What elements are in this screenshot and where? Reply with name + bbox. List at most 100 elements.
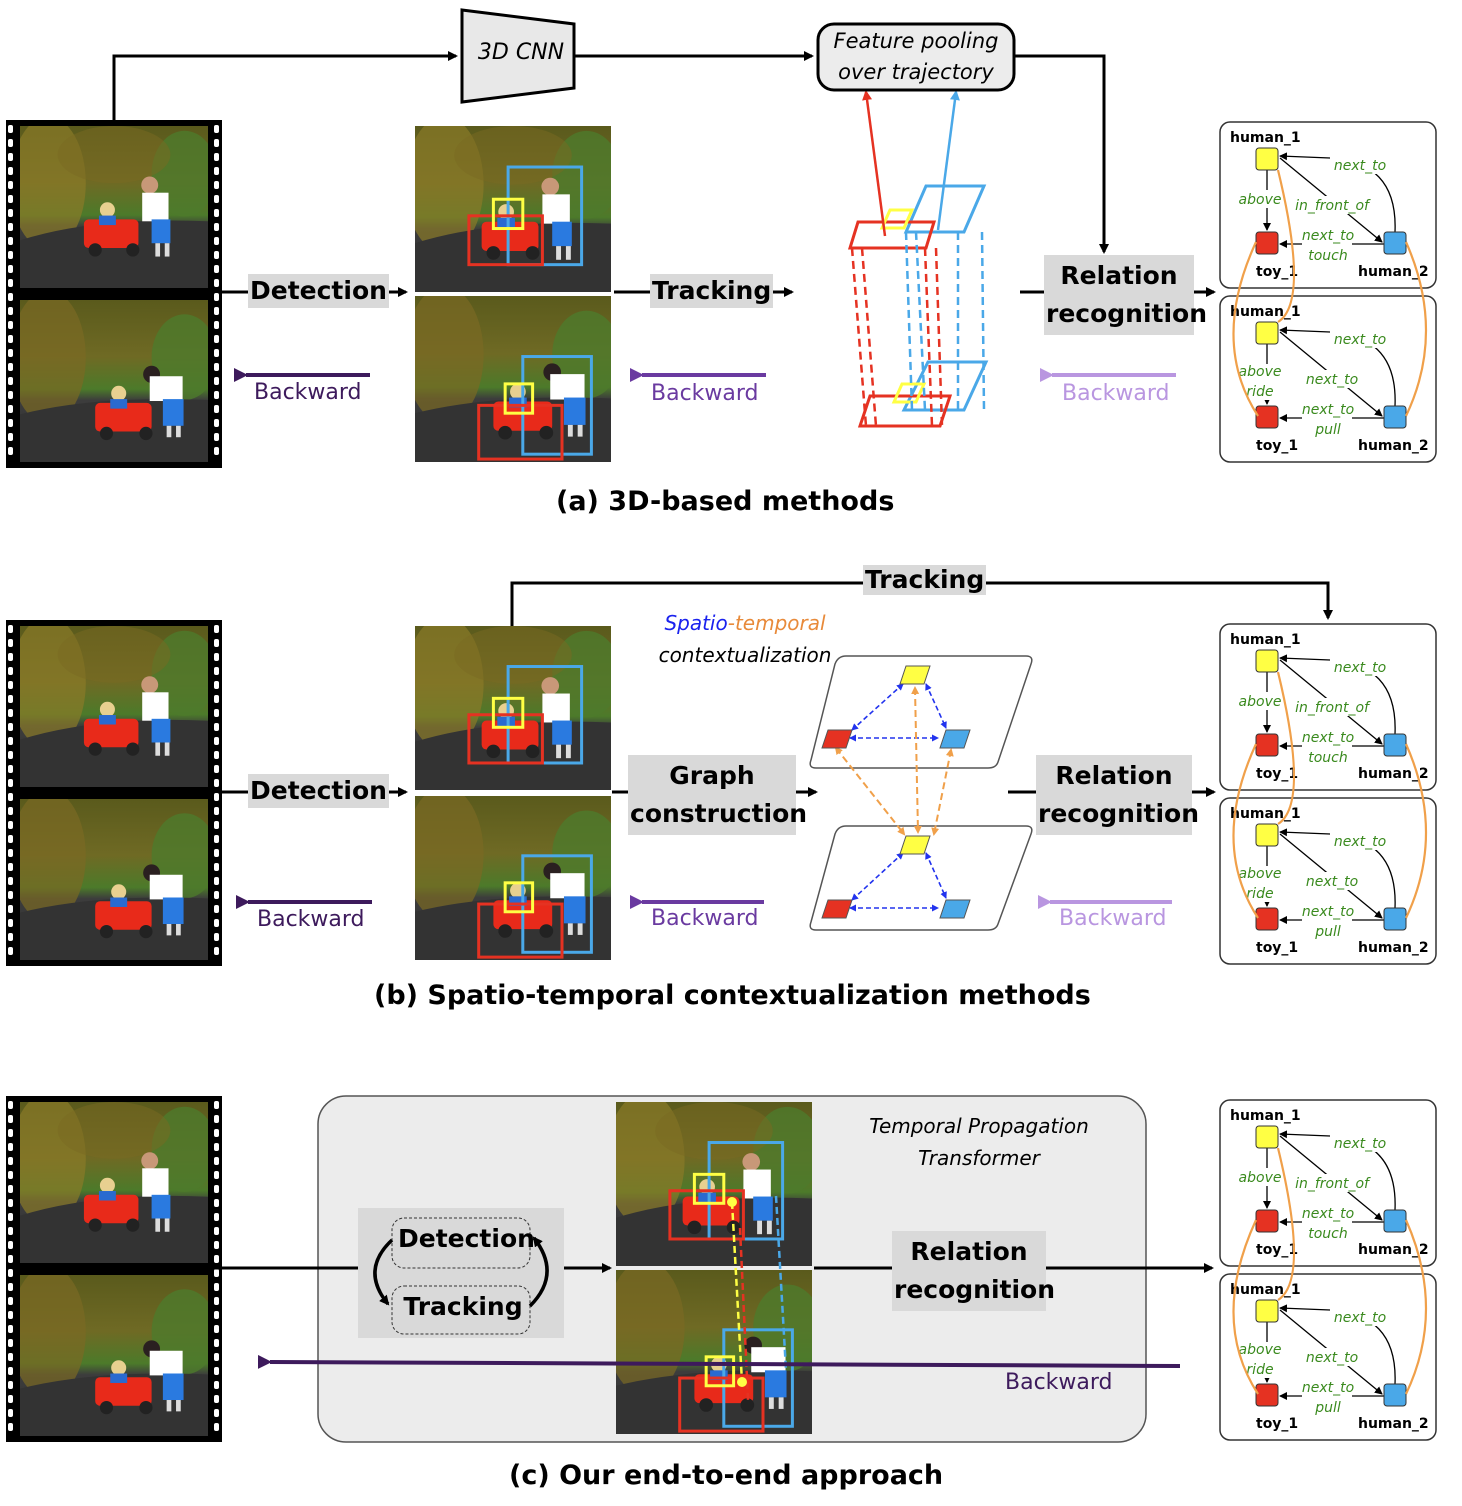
spatio-word: Spatio — [664, 611, 728, 635]
node-toy-1 — [1255, 733, 1279, 757]
label-bg — [1288, 370, 1364, 388]
label-bg — [1236, 190, 1280, 208]
edge-label: above — [1239, 1170, 1282, 1186]
st-node-toy-1 — [821, 899, 853, 919]
film-sprocket-hole — [214, 821, 219, 829]
node-label-human-1: human_1 — [1230, 304, 1301, 320]
scene-graphs-a-frame-2: aboveridenext_tonext_tonext_topullhuman_… — [1219, 295, 1437, 463]
arrow-to-3d-cnn — [112, 51, 458, 120]
temporal-link-human-2 — [1404, 743, 1428, 919]
film-sprocket-hole — [8, 849, 13, 857]
node-toy-1 — [1255, 907, 1279, 931]
label-bg — [1302, 1378, 1352, 1414]
feature-pooling-line-1: Feature pooling — [833, 29, 999, 53]
film-sprocket-hole — [8, 307, 13, 315]
st-node-human-2 — [939, 729, 971, 749]
relation-line-1: Relation — [1060, 261, 1178, 290]
film-sprocket-hole — [8, 363, 13, 371]
edge-label: pull — [1314, 1400, 1341, 1416]
node-human-1 — [1255, 649, 1279, 673]
film-sprocket-hole — [214, 723, 219, 731]
film-sprocket-hole — [214, 1241, 219, 1249]
film-sprocket-hole — [214, 835, 219, 843]
film-sprocket-hole — [214, 1353, 219, 1361]
detection-dashed-box — [391, 1217, 531, 1269]
film-strip-c — [6, 1096, 222, 1442]
film-sprocket-hole — [214, 1143, 219, 1151]
video-frame-1 — [20, 1102, 208, 1263]
label-bg — [1236, 1168, 1280, 1186]
detection-stage-a: Detection — [248, 274, 389, 308]
film-sprocket-hole — [214, 947, 219, 955]
relation-line-2: recognition — [1046, 299, 1208, 328]
node-label-human-2: human_2 — [1358, 766, 1429, 782]
3d-cnn-block — [460, 8, 576, 104]
film-sprocket-hole — [8, 1129, 13, 1137]
graph-line-1: Graph — [669, 761, 755, 790]
film-sprocket-hole — [214, 209, 219, 217]
edge-label: above — [1239, 192, 1282, 208]
film-sprocket-hole — [8, 1213, 13, 1221]
label-bg — [1302, 226, 1352, 262]
spatio-temporal-line-1: Spatio-temporal — [640, 607, 850, 639]
pooling-arrow-red — [862, 90, 887, 237]
temporal-link-toy-1 — [1232, 1219, 1259, 1395]
film-sprocket-hole — [8, 1423, 13, 1431]
edge-label: next_to — [1334, 332, 1386, 348]
film-sprocket-hole — [8, 237, 13, 245]
node-label-human-1: human_1 — [1230, 1282, 1301, 1298]
st-node-toy-1 — [821, 729, 853, 749]
film-sprocket-hole — [214, 1423, 219, 1431]
temporal-link-human-1 — [1276, 169, 1296, 323]
relation-line-1: Relation — [1055, 761, 1173, 790]
film-sprocket-hole — [8, 1395, 13, 1403]
film-sprocket-hole — [214, 891, 219, 899]
edge-label: next_to — [1334, 1136, 1386, 1152]
edge-label: above — [1239, 1342, 1282, 1358]
trajectory-line-red — [934, 247, 944, 427]
pooling-arrow-blue — [936, 90, 960, 231]
film-sprocket-hole — [214, 1115, 219, 1123]
label-bg — [1288, 196, 1364, 214]
film-sprocket-hole — [8, 1143, 13, 1151]
film-sprocket-hole — [214, 1199, 219, 1207]
node-label-human-1: human_1 — [1230, 130, 1301, 146]
node-label-toy-1: toy_1 — [1256, 1416, 1298, 1432]
trajectory-line-blue — [980, 231, 986, 411]
film-sprocket-hole — [214, 1227, 219, 1235]
film-sprocket-hole — [214, 849, 219, 857]
film-sprocket-hole — [8, 377, 13, 385]
spatio-temporal-line-2: contextualization — [658, 643, 832, 667]
film-sprocket-hole — [214, 919, 219, 927]
film-sprocket-hole — [8, 1171, 13, 1179]
node-human-1 — [1255, 823, 1279, 847]
film-sprocket-hole — [214, 125, 219, 133]
node-label-human-2: human_2 — [1358, 438, 1429, 454]
node-label-human-2: human_2 — [1358, 940, 1429, 956]
label-bg — [1288, 1174, 1364, 1192]
scene-graphs-a-frame-1: abovenext_toin_front_ofnext_totouchhuman… — [1219, 121, 1437, 289]
toy-1-box — [678, 1376, 765, 1433]
edge-label: ride — [1246, 886, 1273, 902]
human-1-box — [692, 1172, 726, 1205]
film-sprocket-hole — [8, 765, 13, 773]
toy-1-box — [467, 713, 544, 765]
label-bg — [1330, 330, 1390, 348]
film-sprocket-hole — [214, 1269, 219, 1277]
film-sprocket-hole — [8, 723, 13, 731]
film-sprocket-hole — [214, 447, 219, 455]
film-sprocket-hole — [214, 1339, 219, 1347]
film-sprocket-hole — [8, 891, 13, 899]
feature-pooling-label: Feature pooling over trajectory — [818, 26, 1014, 88]
relation-recognition-stage-c: Relation recognition — [892, 1231, 1055, 1311]
st-node-human-1 — [899, 665, 931, 685]
loop-arrow-down — [373, 1238, 394, 1306]
arrow-to-relation-a — [1014, 54, 1109, 254]
detection-stage-b: Detection — [248, 774, 389, 808]
tpt-line-1: Temporal Propagation — [869, 1114, 1089, 1138]
film-sprocket-hole — [8, 1339, 13, 1347]
edge-label: in_front_of — [1295, 700, 1371, 716]
label-bg — [1330, 1308, 1390, 1326]
film-sprocket-hole — [214, 1213, 219, 1221]
edge-label: next_to — [1302, 1206, 1354, 1222]
